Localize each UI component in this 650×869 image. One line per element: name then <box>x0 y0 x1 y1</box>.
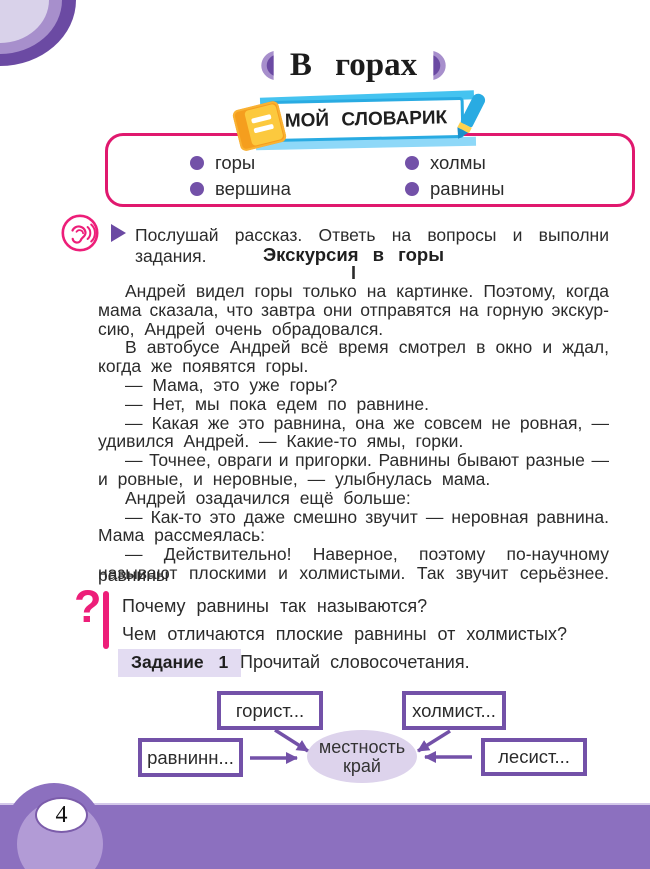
story-line: — Как-то это даже смешно звучит — неровн… <box>125 506 609 527</box>
vocab-item: холмы <box>405 152 486 174</box>
story-line: — Мама, это уже горы? <box>125 374 338 395</box>
listening-instruction: Послушай рассказ. Ответь на вопросы и вы… <box>135 225 609 266</box>
vocabulary-header-label: МОЙ СЛОВАРИК <box>284 106 448 132</box>
story-line: называют плоскими и холмистыми. Так звуч… <box>98 562 609 583</box>
diagram-arrows <box>250 728 472 764</box>
bullet-icon <box>190 156 204 170</box>
diagram-box-label: горист... <box>235 699 305 721</box>
diagram-center-word: край <box>343 755 381 776</box>
diagram-box-label: равнинн... <box>147 746 234 768</box>
arrow-gorist-icon <box>274 728 309 753</box>
diagram-box-lesist: лесист... <box>481 738 587 776</box>
vocab-item-label: холмы <box>430 152 486 173</box>
bullet-icon <box>405 182 419 196</box>
diagram-box-holmist: холмист... <box>402 691 506 730</box>
vocab-item: вершина <box>190 178 291 200</box>
play-triangle-icon <box>111 224 126 242</box>
story-line: Андрей озадачился ещё больше: <box>125 487 411 508</box>
right-crescent-icon <box>433 50 446 81</box>
story-line: — Действительно! Наверное, поэтому по-на… <box>98 544 609 586</box>
question-line: Чем отличаются плоские равнины от холмис… <box>122 623 567 644</box>
page-title-row: В горах <box>98 47 609 84</box>
bullet-icon <box>405 156 419 170</box>
footer-band <box>0 803 650 869</box>
question-bar-decoration <box>103 591 109 649</box>
story-line: и ровные, и неровные, — улыбнулась мама. <box>98 468 491 489</box>
story-line: — Нет, мы пока едем по равнине. <box>125 393 429 414</box>
story-text: Андрей видел горы только на картинке. По… <box>98 281 609 586</box>
story-line: когда же появятся горы. <box>98 356 309 377</box>
questions-block: Почему равнины так называются? Чем отлич… <box>122 593 612 648</box>
vocab-item-label: равнины <box>430 178 505 199</box>
ear-listening-icon[interactable] <box>60 213 100 253</box>
story-line: сию, Андрей очень обрадовался. <box>98 318 384 339</box>
vocab-item-label: горы <box>215 152 256 173</box>
story-line: Мама рассмеялась: <box>98 525 266 546</box>
diagram-center-word: местность <box>318 736 406 757</box>
page-title: В горах <box>289 47 418 83</box>
page-number: 4 <box>35 797 88 833</box>
diagram-box-ravninn: равнинн... <box>138 738 243 777</box>
story-part-number: I <box>350 263 356 283</box>
story-line: — Какая же это равнина, она же совсем не… <box>125 412 609 433</box>
question-mark-icon: ? <box>74 581 102 632</box>
story-line: В автобусе Андрей всё время смотрел в ок… <box>125 337 609 358</box>
left-crescent-icon <box>261 50 274 81</box>
pen-body <box>460 91 488 128</box>
vocabulary-header-box: МОЙ СЛОВАРИК <box>267 96 465 143</box>
vocab-item: горы <box>190 152 255 174</box>
story-line: удивился Андрей. — Какие-то ямы, горки. <box>98 431 464 452</box>
story-line: Андрей видел горы только на картинке. По… <box>125 281 609 301</box>
question-line: Почему равнины так называются? <box>122 596 428 616</box>
vocab-item-label: вершина <box>215 178 291 199</box>
arrow-holmist-icon <box>417 729 451 753</box>
bullet-icon <box>190 182 204 196</box>
diagram-box-gorist: горист... <box>217 691 323 730</box>
story-line: мама сказала, что завтра они отправятся … <box>98 299 609 320</box>
diagram-center-ellipse: местность край <box>307 730 417 783</box>
story-line: — Точнее, овраги и пригорки. Равнины быв… <box>125 450 609 471</box>
task-badge: Задание 1 <box>118 649 242 677</box>
vocab-item: равнины <box>405 178 504 200</box>
story-title: Экскурсия в горы <box>262 244 445 265</box>
vocabulary-header-plate: МОЙ СЛОВАРИК <box>231 90 492 156</box>
page-number-value: 4 <box>55 801 68 828</box>
diagram-box-label: холмист... <box>412 699 496 721</box>
diagram-box-label: лесист... <box>498 746 570 767</box>
task-instruction: Прочитай словосочетания. <box>240 652 470 672</box>
